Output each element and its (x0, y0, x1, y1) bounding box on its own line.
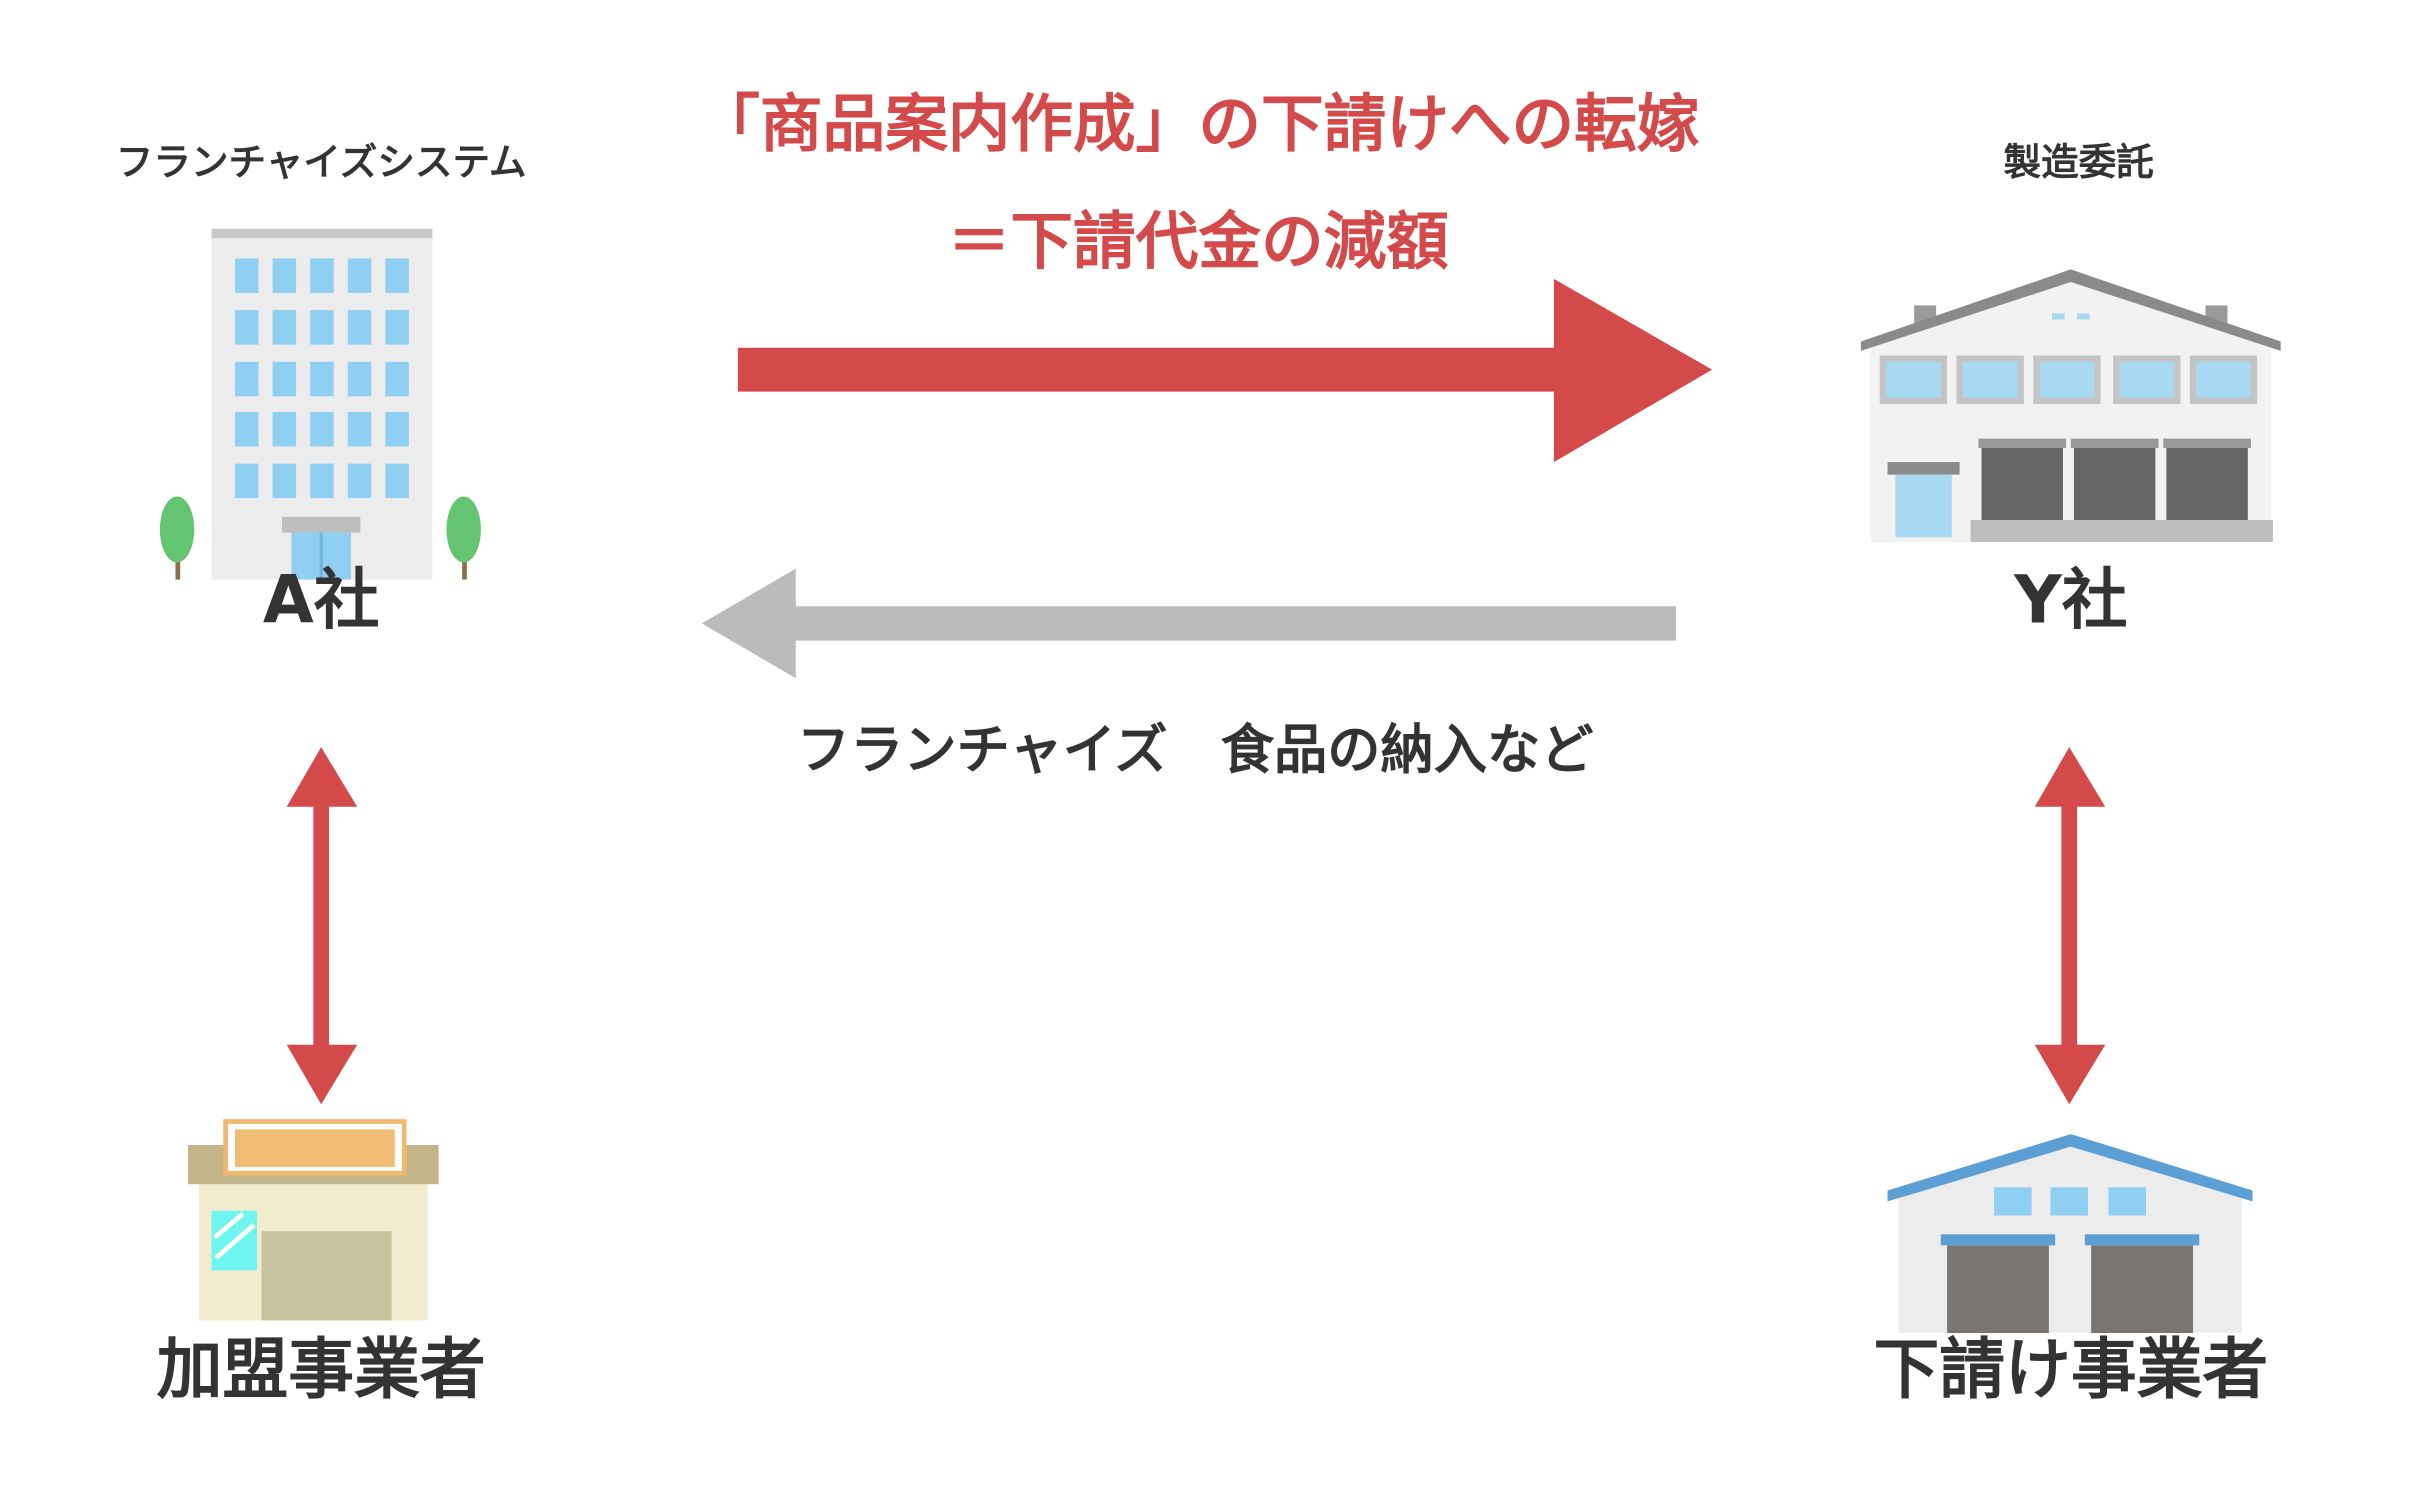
left-double-arrow (286, 747, 358, 1105)
title-line2: ＝下請代金の減額 (948, 205, 1449, 278)
factory-icon (1860, 269, 2281, 542)
manufacturing-contract-caption: 製造委託 (2003, 140, 2153, 184)
warehouse-icon (1887, 1134, 2253, 1333)
subcontractor-label: 下請け事業者 (1874, 1331, 2269, 1408)
tree-icon (159, 496, 481, 580)
franchisee-label: 加盟事業者 (157, 1331, 486, 1408)
title-line1: 「商品案内作成」の下請けへの転嫁 (697, 88, 1700, 161)
company-a-label: A社 (263, 562, 380, 639)
franchise-system-caption: フランチャイズシステム (116, 140, 527, 184)
flow-label: フランチャイズ 食品の納入など (797, 719, 1594, 781)
subcontract-transfer-arrow (737, 278, 1713, 463)
delivery-arrow (701, 568, 1677, 679)
office-building-icon (211, 228, 433, 580)
store-icon (188, 1119, 439, 1321)
company-y-label: Y社 (2013, 562, 2127, 639)
right-double-arrow (2034, 747, 2106, 1105)
